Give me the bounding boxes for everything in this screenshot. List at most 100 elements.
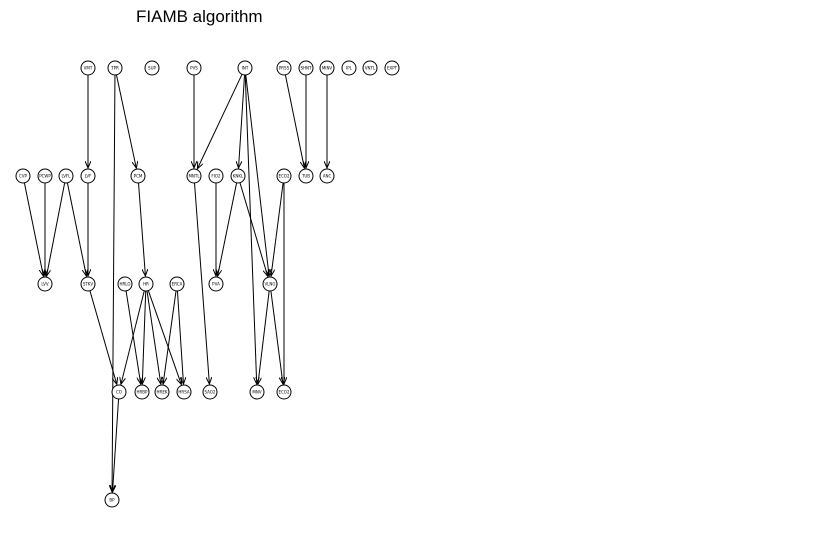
edge-prss-to-tub bbox=[284, 74, 304, 168]
node-hrek: HREK bbox=[154, 384, 170, 400]
node-circle bbox=[15, 168, 31, 184]
edge-hr-to-hrek bbox=[146, 290, 161, 384]
edge-hr-to-hrbp bbox=[142, 290, 147, 384]
node-bp: BP bbox=[104, 492, 120, 508]
node-circle bbox=[319, 60, 335, 76]
node-expt: EXPT bbox=[384, 60, 400, 76]
node-circle bbox=[341, 60, 357, 76]
node-circle bbox=[208, 168, 224, 184]
edge-mntl-to-sao2 bbox=[194, 182, 210, 384]
node-circle bbox=[276, 384, 292, 400]
node-label: MNTL bbox=[188, 174, 200, 179]
node-circle bbox=[249, 384, 265, 400]
node-label: CVP bbox=[19, 174, 28, 179]
node-circle bbox=[186, 168, 202, 184]
node-sup: SUP bbox=[144, 60, 160, 76]
node-label: VNTL bbox=[365, 66, 376, 71]
node-tub: TUB bbox=[298, 168, 314, 184]
node-circle bbox=[37, 276, 53, 292]
node-vlng: VLNG bbox=[262, 276, 278, 292]
edge-knkl-to-pva bbox=[218, 182, 238, 276]
node-label: MNV bbox=[252, 390, 261, 395]
node-circle bbox=[186, 60, 202, 76]
node-label: VLNG bbox=[264, 282, 275, 287]
edge-hrlo-to-hrbp bbox=[125, 290, 141, 384]
node-sao2: SAO2 bbox=[202, 384, 218, 400]
node-shnt: SHNT bbox=[298, 60, 314, 76]
edge-int-to-vlng bbox=[245, 74, 269, 276]
node-label: LVFL bbox=[61, 174, 71, 179]
edge-co-to-bp bbox=[113, 398, 120, 492]
node-knkl: KNKL bbox=[230, 168, 246, 184]
node-tpr: TPR bbox=[107, 60, 123, 76]
node-circle bbox=[202, 384, 218, 400]
edge-erca-to-hrek bbox=[163, 290, 177, 384]
edge-tpr-to-bp bbox=[112, 74, 116, 492]
node-fio2: FIO2 bbox=[208, 168, 224, 184]
node-label: HRLO bbox=[119, 282, 130, 287]
edge-lvfl-to-stkv bbox=[66, 182, 86, 276]
node-lvv: LVV bbox=[37, 276, 53, 292]
node-label: TPR bbox=[110, 66, 119, 71]
node-vntl: VNTL bbox=[362, 60, 378, 76]
node-stkv: STKV bbox=[80, 276, 96, 292]
node-label: ERCA bbox=[172, 282, 183, 287]
node-hr: HR bbox=[138, 276, 154, 292]
node-circle bbox=[362, 60, 378, 76]
edge-vlng-to-eco2b bbox=[270, 290, 283, 384]
node-circle bbox=[298, 60, 314, 76]
node-label: SUP bbox=[148, 66, 156, 71]
node-circle bbox=[154, 384, 170, 400]
node-circle bbox=[80, 276, 96, 292]
node-prss: PRSS bbox=[276, 60, 292, 76]
node-circle bbox=[298, 168, 314, 184]
node-label: PCM bbox=[134, 174, 143, 179]
node-minv: MINV bbox=[319, 60, 335, 76]
edges-layer bbox=[23, 74, 327, 492]
node-circle bbox=[107, 60, 123, 76]
node-hrsa: HRSA bbox=[176, 384, 192, 400]
node-eco2b: ECO2 bbox=[276, 384, 292, 400]
node-label: HRSA bbox=[178, 390, 189, 395]
node-label: SHNT bbox=[301, 66, 313, 71]
node-circle bbox=[80, 168, 96, 184]
node-anc: ANC bbox=[319, 168, 335, 184]
node-int: INT bbox=[237, 60, 253, 76]
node-label: MINV bbox=[322, 66, 333, 71]
edge-int-to-mntl bbox=[197, 74, 243, 168]
node-label: PCWP bbox=[39, 174, 51, 179]
node-pcm: PCM bbox=[130, 168, 146, 184]
node-circle bbox=[144, 60, 160, 76]
node-mnv: MNV bbox=[249, 384, 265, 400]
edge-int-to-knkl bbox=[239, 74, 246, 168]
node-hrbp: HRBP bbox=[134, 384, 150, 400]
node-label: LVF bbox=[85, 174, 93, 179]
node-circle bbox=[276, 168, 292, 184]
node-vmt: VMT bbox=[80, 60, 96, 76]
node-circle bbox=[384, 60, 400, 76]
edge-lvfl-to-lvv bbox=[47, 182, 66, 276]
node-label: PVA bbox=[212, 282, 220, 287]
node-label: HRBP bbox=[137, 390, 149, 395]
edge-eco2-to-vlng bbox=[271, 182, 284, 276]
node-circle bbox=[319, 168, 335, 184]
edge-int-to-mnv bbox=[244, 74, 256, 384]
node-circle bbox=[208, 276, 224, 292]
node-label: HREK bbox=[157, 390, 168, 395]
node-lvf: LVF bbox=[80, 168, 96, 184]
node-label: EXPT bbox=[387, 66, 398, 71]
node-label: LVV bbox=[41, 282, 49, 287]
node-label: VMT bbox=[84, 66, 93, 71]
node-label: ECO2 bbox=[278, 174, 289, 179]
edge-erca-to-hrsa bbox=[176, 290, 183, 384]
edge-hr-to-hrsa bbox=[147, 290, 181, 385]
node-mntl: MNTL bbox=[186, 168, 202, 184]
node-circle bbox=[138, 276, 154, 292]
node-ipl: IPL bbox=[341, 60, 357, 76]
edge-knkl-to-vlng bbox=[239, 182, 268, 277]
node-pva: PVA bbox=[208, 276, 224, 292]
node-label: SAO2 bbox=[205, 390, 216, 395]
edge-tpr-to-pcm bbox=[115, 74, 136, 168]
node-eco2: ECO2 bbox=[276, 168, 292, 184]
